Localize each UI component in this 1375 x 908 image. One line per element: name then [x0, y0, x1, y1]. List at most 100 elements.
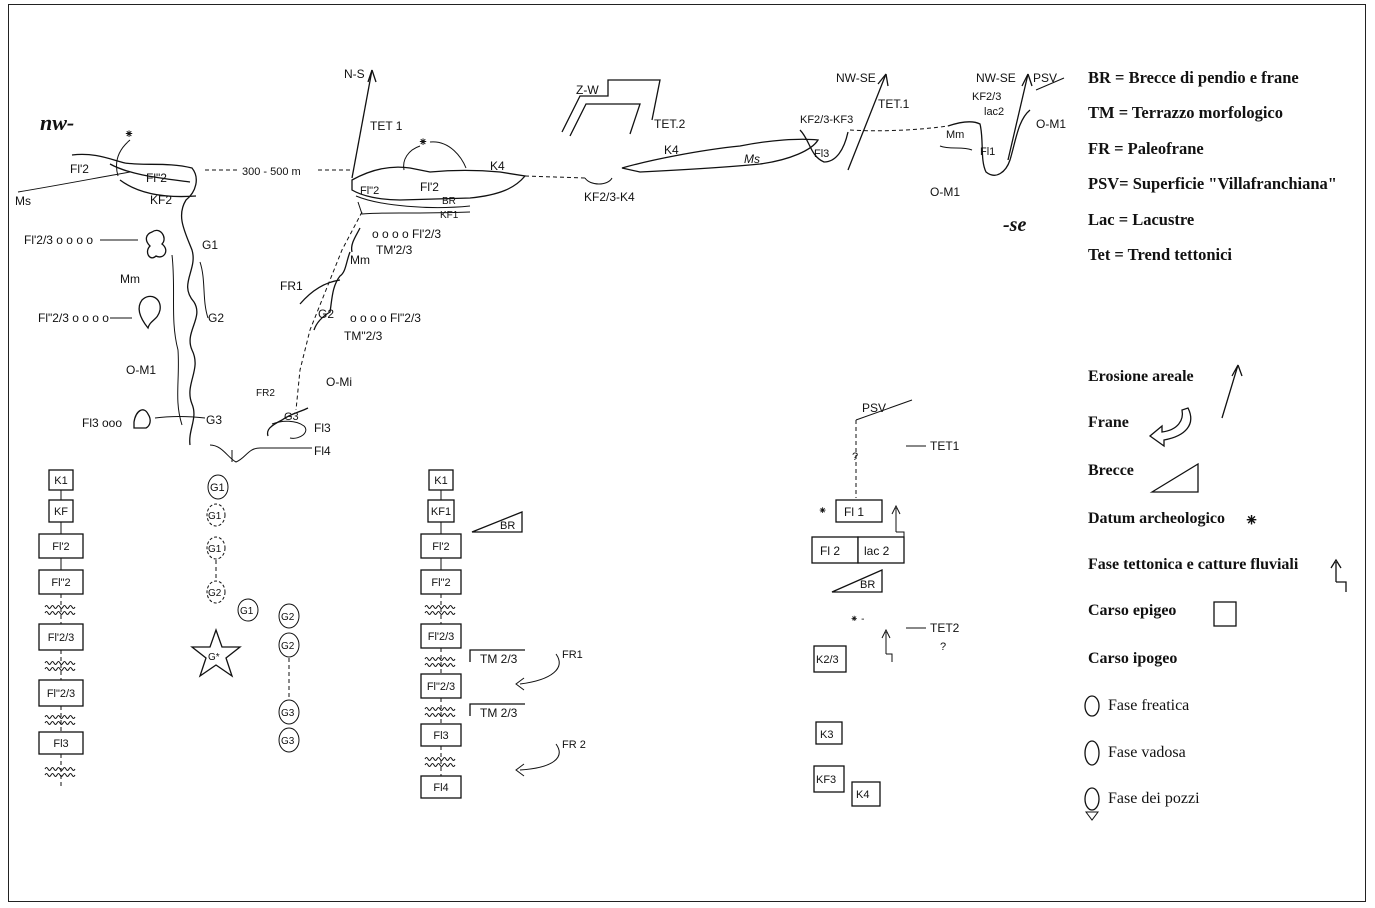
legend-fr: FR = Paleofrane [1088, 139, 1204, 158]
legend-vadosa: Fase vadosa [1108, 744, 1186, 761]
strat-box-label: KF [54, 506, 68, 518]
lbl-fl2p-mid: Fl'2 [420, 180, 439, 194]
lbl-g2-mid: G2 [318, 307, 334, 321]
col3-tm2: TM 2/3 [480, 706, 518, 720]
legend-carso-epigeo: Carso epigeo [1088, 602, 1177, 619]
lbl-k4-mid: K4 [490, 159, 505, 173]
lbl-om1-far-top: O-M1 [1036, 117, 1066, 131]
distance-label: 300 - 500 m [242, 166, 301, 178]
cave-phase-ellipse [207, 474, 229, 500]
lbl-fl3-mid: Fl3 [314, 421, 331, 435]
lbl-tm23p: TM'2/3 [376, 243, 413, 257]
lbl-fl3-left: Fl3 ooo [82, 416, 122, 430]
legend-br: BR = Brecce di pendio e frane [1088, 68, 1299, 87]
lbl-fl2pp-mid: Fl"2 [360, 185, 379, 197]
col4-fl2: Fl 2 [820, 544, 840, 558]
col2-label: G1 [240, 606, 254, 617]
col4-k3: K3 [820, 729, 833, 741]
lbl-fl4-mid: Fl4 [314, 444, 331, 458]
strat-box [813, 645, 847, 673]
lbl-kf23-far: KF2/3 [972, 91, 1001, 103]
landslide-arrow-icon [515, 653, 560, 691]
legend-psv: PSV= Superficie "Villafranchiana" [1088, 174, 1337, 193]
col3-tm1: TM 2/3 [480, 652, 518, 666]
lbl-fr2-mid: FR2 [256, 388, 275, 399]
lbl-fl2pp-left: Fl"2 [146, 171, 167, 185]
unconformity-line [424, 757, 456, 761]
strat-box-label: Fl3 [433, 730, 448, 742]
strat-box-label: Fl'2 [52, 541, 69, 553]
strat-box-label: Fl"2 [431, 577, 450, 589]
landslide-arrow-icon [515, 743, 560, 777]
tectonic-capture-icon [1330, 558, 1347, 592]
legend-brecce: Brecce [1088, 462, 1134, 479]
nw-label: nw- [40, 110, 74, 135]
trend-tet1-b: TET.1 [878, 97, 910, 111]
legend-datum: Datum archeologico [1088, 510, 1226, 527]
lbl-om1-far-bot: O-M1 [930, 185, 960, 199]
strat-box [38, 569, 84, 595]
lbl-fl23pp-left: Fl"2/3 o o o o [38, 311, 109, 325]
trend-nwse-2: NW-SE [976, 71, 1016, 85]
col3-br: BR [500, 520, 515, 532]
strat-box [38, 533, 84, 559]
br-triangle [831, 569, 883, 593]
unconformity-line [44, 767, 76, 771]
lbl-fl23p-mid: o o o o Fl'2/3 [372, 227, 441, 241]
col4-q1: ? [852, 451, 858, 463]
col2-label: G3 [281, 736, 295, 747]
unconformity-line [44, 667, 76, 671]
lbl-fl3-right: Fl3 [814, 148, 829, 160]
legend-erosione: Erosione areale [1088, 368, 1194, 385]
vadosa-icon [1084, 740, 1100, 766]
cave-phase-ellipse [206, 536, 226, 560]
middle-section: ⁕ [266, 135, 527, 439]
unconformity-line [44, 721, 76, 725]
strat-box-label: Fl'2 [432, 541, 449, 553]
col4-k23: K2/3 [816, 654, 839, 666]
unconformity-line [44, 715, 76, 719]
legend-tet: Tet = Trend tettonici [1088, 245, 1232, 264]
col2-label: G1 [208, 511, 222, 522]
unconformity-line [424, 663, 456, 667]
figure-frame [8, 4, 1366, 902]
cave-phase-ellipse [278, 727, 300, 753]
strat-box [420, 775, 462, 799]
datum-icon: ⁕ [1244, 510, 1259, 530]
strat-box-label: Fl'2/3 [428, 631, 455, 643]
lbl-omi: O-Mi [326, 375, 352, 389]
unconformity-line [44, 661, 76, 665]
star-icon [190, 628, 242, 678]
strat-box [815, 721, 843, 745]
col3-fr1: FR1 [562, 649, 583, 661]
col4-q2: ? [940, 641, 946, 653]
breccia-triangle-icon [1149, 462, 1199, 493]
strat-box-label: Fl"2 [51, 577, 70, 589]
unconformity-line [44, 605, 76, 609]
col2-label: G* [208, 652, 220, 663]
strat-box-label: Fl4 [433, 782, 448, 794]
br-triangle [471, 511, 523, 533]
strat-box-label: K1 [54, 475, 67, 487]
col2-label: G3 [281, 708, 295, 719]
legend-fase-tettonica: Fase tettonica e catture fluviali [1088, 556, 1299, 573]
lbl-om1-left: O-M1 [126, 363, 156, 377]
legend-freatica: Fase freatica [1108, 697, 1190, 714]
tectonic-arrow-icon [891, 504, 905, 540]
strat-box [835, 499, 883, 523]
lbl-g3-mid: G3 [284, 411, 299, 423]
col3-fr2: FR 2 [562, 739, 586, 751]
unconformity-line [44, 773, 76, 777]
erosion-arrow-icon [1221, 364, 1243, 419]
lbl-fl1-far: Fl1 [980, 146, 995, 158]
lbl-tm23pp: TM"2/3 [344, 329, 383, 343]
strat-box-label: Fl"2/3 [47, 688, 75, 700]
col4-k4: K4 [856, 789, 869, 801]
legend-frane: Frane [1088, 414, 1129, 431]
strat-box [851, 781, 881, 807]
strat-box-label: Fl3 [53, 738, 68, 750]
cave-phase-ellipse [206, 580, 226, 604]
lbl-g1: G1 [202, 238, 218, 252]
svg-text:⁕: ⁕ [124, 127, 134, 141]
